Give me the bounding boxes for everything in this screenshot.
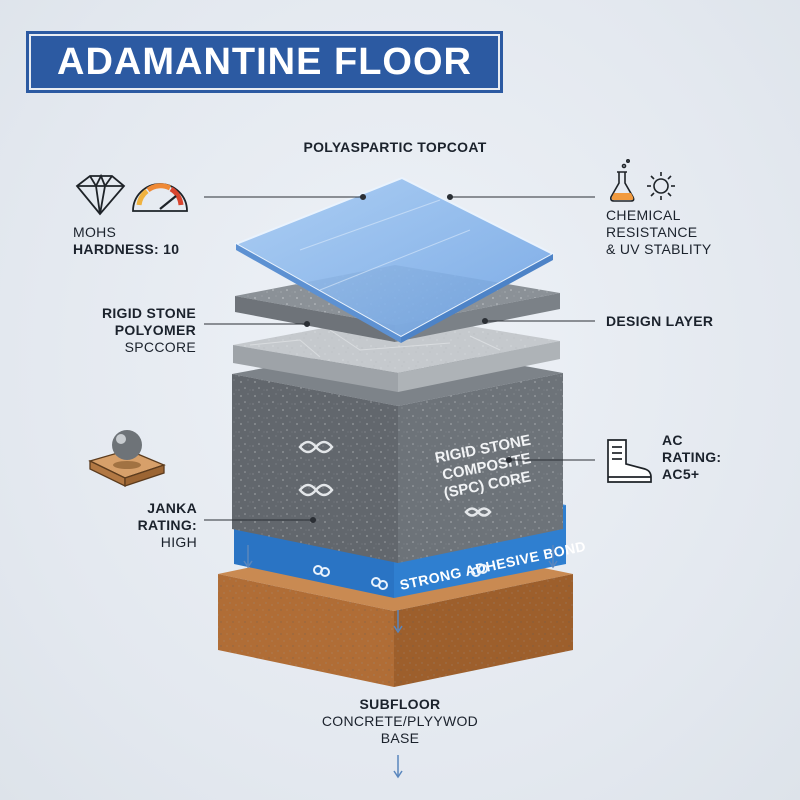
chemical-label: CHEMICAL RESISTANCE & UV STABLITY bbox=[606, 207, 786, 258]
subfloor-label-line2: CONCRETE/PLYYWOD bbox=[321, 713, 479, 729]
topcoat-layer bbox=[233, 176, 556, 343]
ac-rating-label-line2: RATING: bbox=[662, 449, 722, 465]
subfloor-label: SUBFLOOR CONCRETE/PLYYWOD BASE bbox=[290, 696, 510, 747]
arrow-down-icon bbox=[243, 545, 558, 779]
janka-label-line2: RATING: bbox=[137, 517, 197, 533]
core-layer: RIGID STONE COMPOSITE (SPC) CORE bbox=[232, 343, 563, 563]
janka-label-line1: JANKA bbox=[147, 500, 197, 516]
ac-rating-label-line3: AC5+ bbox=[662, 466, 700, 482]
boot-icon bbox=[607, 439, 652, 483]
mohs-label-line1: MOHS bbox=[73, 224, 117, 240]
subfloor-label-line3: BASE bbox=[380, 730, 420, 746]
infinity-icon bbox=[298, 440, 492, 517]
leader-lines bbox=[204, 193, 595, 524]
ac-rating-label: AC RATING: AC5+ bbox=[662, 432, 772, 483]
rigid-core-label-line2: POLYOMER bbox=[114, 322, 196, 338]
chain-link-icon bbox=[313, 564, 488, 590]
steel-ball-icon bbox=[88, 430, 166, 488]
topcoat-label: POLYASPARTIC TOPCOAT bbox=[303, 139, 487, 155]
page-title: ADAMANTINE FLOOR bbox=[57, 40, 472, 83]
janka-label-line3: HIGH bbox=[160, 534, 197, 550]
chemical-label-line3: & UV STABLITY bbox=[606, 241, 712, 257]
mohs-label-line2: HARDNESS: 10 bbox=[73, 241, 180, 257]
gauge-icon bbox=[132, 183, 188, 212]
chemical-label-line1: CHEMICAL bbox=[606, 207, 681, 223]
janka-label: JANKA RATING: HIGH bbox=[60, 500, 197, 551]
chemical-label-line2: RESISTANCE bbox=[606, 224, 698, 240]
design-light-layer bbox=[233, 314, 560, 392]
rigid-core-label: RIGID STONE POLYOMER SPCCORE bbox=[50, 305, 196, 356]
flask-icon bbox=[610, 159, 635, 202]
sun-icon bbox=[647, 172, 675, 200]
title-banner: ADAMANTINE FLOOR bbox=[29, 34, 500, 90]
rigid-core-label-line3: SPCCORE bbox=[124, 339, 196, 355]
mohs-label: MOHS HARDNESS: 10 bbox=[73, 224, 213, 258]
subfloor-label-line1: SUBFLOOR bbox=[359, 696, 441, 712]
diamond-icon bbox=[75, 173, 126, 216]
design-layer-label: DESIGN LAYER bbox=[606, 313, 714, 329]
rigid-core-label-line1: RIGID STONE bbox=[101, 305, 196, 321]
ac-rating-label-line1: AC bbox=[662, 432, 683, 448]
